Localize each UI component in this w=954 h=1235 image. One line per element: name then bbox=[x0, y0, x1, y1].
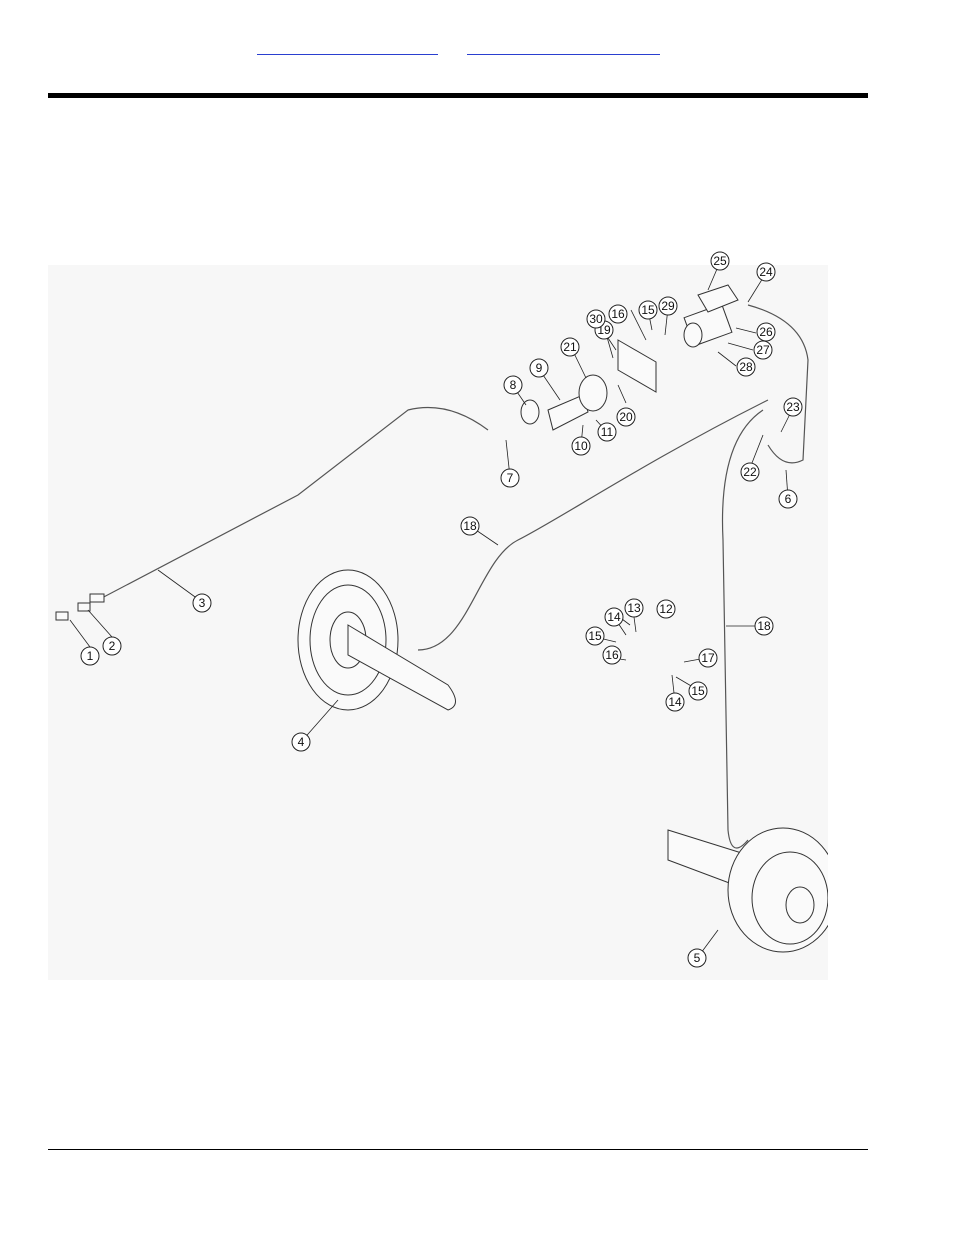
svg-text:9: 9 bbox=[536, 361, 543, 375]
footer-rule bbox=[48, 1149, 868, 1150]
callout-28: 28 bbox=[737, 358, 755, 376]
header-link-1[interactable] bbox=[257, 40, 438, 55]
svg-text:13: 13 bbox=[627, 601, 641, 615]
svg-text:26: 26 bbox=[759, 325, 773, 339]
callout-25: 25 bbox=[711, 252, 729, 270]
svg-text:7: 7 bbox=[507, 471, 514, 485]
svg-text:25: 25 bbox=[713, 254, 727, 268]
svg-text:18: 18 bbox=[463, 519, 477, 533]
svg-text:11: 11 bbox=[601, 425, 614, 439]
svg-text:5: 5 bbox=[694, 951, 701, 965]
svg-text:16: 16 bbox=[611, 307, 625, 321]
svg-text:3: 3 bbox=[199, 596, 206, 610]
callout-9: 9 bbox=[530, 359, 548, 377]
svg-text:14: 14 bbox=[668, 695, 682, 709]
callout-10: 10 bbox=[572, 437, 590, 455]
svg-text:24: 24 bbox=[759, 265, 773, 279]
svg-text:16: 16 bbox=[605, 648, 619, 662]
callout-18a: 18 bbox=[461, 517, 479, 535]
svg-text:15: 15 bbox=[691, 684, 705, 698]
callout-15b: 15 bbox=[689, 682, 707, 700]
callout-14b: 14 bbox=[666, 693, 684, 711]
svg-text:10: 10 bbox=[574, 439, 588, 453]
svg-text:2: 2 bbox=[109, 639, 116, 653]
callout-4: 4 bbox=[292, 733, 310, 751]
callout-3: 3 bbox=[193, 594, 211, 612]
svg-text:4: 4 bbox=[298, 735, 305, 749]
svg-text:20: 20 bbox=[619, 410, 633, 424]
svg-text:18: 18 bbox=[757, 619, 771, 633]
callout-21: 21 bbox=[561, 338, 579, 356]
callout-30: 30 bbox=[587, 310, 605, 328]
callout-2: 2 bbox=[103, 637, 121, 655]
callout-29: 29 bbox=[659, 297, 677, 315]
callout-24: 24 bbox=[757, 263, 775, 281]
parts-diagram: 1 2 3 4 5 6 7 8 9 10 11 12 13 14 14 15 1… bbox=[48, 240, 828, 980]
header-rule bbox=[48, 93, 868, 98]
callout-12: 12 bbox=[657, 600, 675, 618]
svg-text:23: 23 bbox=[786, 400, 800, 414]
svg-text:8: 8 bbox=[510, 378, 517, 392]
svg-text:1: 1 bbox=[87, 649, 94, 663]
callout-17: 17 bbox=[699, 649, 717, 667]
callout-26: 26 bbox=[757, 323, 775, 341]
callout-18b: 18 bbox=[755, 617, 773, 635]
callout-23: 23 bbox=[784, 398, 802, 416]
header-link-2[interactable] bbox=[467, 40, 660, 55]
callout-16b: 16 bbox=[609, 305, 627, 323]
fitting-3-end bbox=[90, 594, 104, 602]
callout-20: 20 bbox=[617, 408, 635, 426]
callout-1: 1 bbox=[81, 647, 99, 665]
svg-text:6: 6 bbox=[785, 492, 792, 506]
callout-11: 11 bbox=[598, 423, 616, 441]
callout-22: 22 bbox=[741, 463, 759, 481]
svg-text:21: 21 bbox=[563, 340, 577, 354]
fitting-1 bbox=[56, 612, 68, 620]
svg-text:22: 22 bbox=[743, 465, 757, 479]
fitting-2 bbox=[78, 603, 90, 611]
callout-5: 5 bbox=[688, 949, 706, 967]
callout-8: 8 bbox=[504, 376, 522, 394]
callout-16a: 16 bbox=[603, 646, 621, 664]
svg-text:29: 29 bbox=[661, 299, 675, 313]
callout-13: 13 bbox=[625, 599, 643, 617]
svg-text:15: 15 bbox=[641, 303, 655, 317]
svg-text:27: 27 bbox=[756, 343, 770, 357]
svg-text:28: 28 bbox=[739, 360, 753, 374]
callout-15a: 15 bbox=[586, 627, 604, 645]
svg-text:30: 30 bbox=[589, 312, 603, 326]
svg-text:17: 17 bbox=[701, 651, 715, 665]
svg-text:14: 14 bbox=[607, 610, 621, 624]
svg-text:15: 15 bbox=[588, 629, 602, 643]
callout-14a: 14 bbox=[605, 608, 623, 626]
callout-15c: 15 bbox=[639, 301, 657, 319]
callout-7: 7 bbox=[501, 469, 519, 487]
callout-27: 27 bbox=[754, 341, 772, 359]
svg-text:12: 12 bbox=[659, 602, 673, 616]
callout-6: 6 bbox=[779, 490, 797, 508]
